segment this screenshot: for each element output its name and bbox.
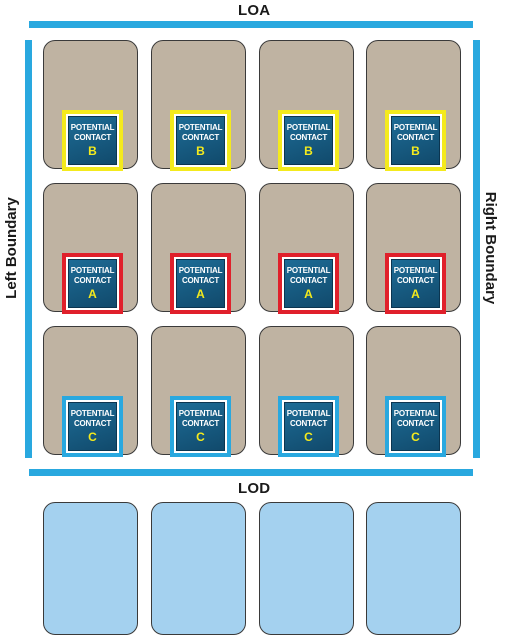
counter-letter: A	[411, 287, 420, 301]
counter-line-2: CONTACT	[73, 276, 112, 285]
counter-line-1: POTENTIAL	[286, 266, 331, 275]
counter-line-1: POTENTIAL	[70, 266, 115, 275]
counter-letter: B	[88, 144, 97, 158]
counter-line-1: POTENTIAL	[178, 123, 223, 132]
lod-label: LOD	[238, 480, 271, 497]
counter-letter: A	[196, 287, 205, 301]
counter-letter: C	[88, 430, 97, 444]
left-boundary-line	[25, 40, 32, 458]
counter-line-2: CONTACT	[73, 133, 112, 142]
counter-line-2: CONTACT	[289, 419, 328, 428]
counter-line-1: POTENTIAL	[70, 409, 115, 418]
counter-line-1: POTENTIAL	[286, 123, 331, 132]
counter-line-2: CONTACT	[289, 276, 328, 285]
counter-line-1: POTENTIAL	[393, 266, 438, 275]
counter-line-1: POTENTIAL	[178, 409, 223, 418]
left-boundary-label: Left Boundary	[3, 197, 20, 299]
reserve-tile[interactable]	[366, 502, 461, 635]
loa-label: LOA	[238, 2, 271, 19]
counter-line-1: POTENTIAL	[393, 409, 438, 418]
reserve-tile[interactable]	[43, 502, 138, 635]
counter-letter: A	[304, 287, 313, 301]
counter-line-2: CONTACT	[396, 133, 435, 142]
counter-line-1: POTENTIAL	[286, 409, 331, 418]
counter-line-2: CONTACT	[73, 419, 112, 428]
counter-letter: A	[88, 287, 97, 301]
counter-letter: C	[304, 430, 313, 444]
counter-line-2: CONTACT	[396, 276, 435, 285]
counter-letter: B	[304, 144, 313, 158]
counter-line-1: POTENTIAL	[178, 266, 223, 275]
counter-letter: B	[196, 144, 205, 158]
counter-letter: C	[411, 430, 420, 444]
loa-line	[29, 21, 473, 28]
lod-line	[29, 469, 473, 476]
counter-line-2: CONTACT	[181, 133, 220, 142]
counter-line-2: CONTACT	[181, 276, 220, 285]
counter-line-2: CONTACT	[181, 419, 220, 428]
counter-line-1: POTENTIAL	[70, 123, 115, 132]
counter-line-2: CONTACT	[396, 419, 435, 428]
counter-letter: C	[196, 430, 205, 444]
counter-line-1: POTENTIAL	[393, 123, 438, 132]
reserve-tile[interactable]	[151, 502, 246, 635]
counter-line-2: CONTACT	[289, 133, 328, 142]
counter-letter: B	[411, 144, 420, 158]
reserve-tile[interactable]	[259, 502, 354, 635]
right-boundary-label: Right Boundary	[482, 191, 499, 305]
right-boundary-line	[473, 40, 480, 458]
